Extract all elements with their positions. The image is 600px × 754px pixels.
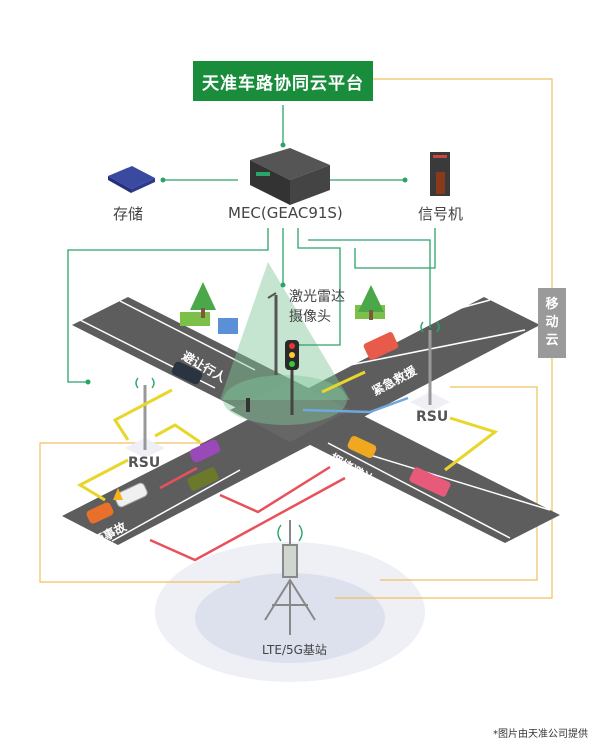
tree-icon — [355, 285, 385, 320]
storage-label: 存储 — [113, 205, 144, 223]
base-station-tower-icon — [264, 520, 316, 635]
mobile-cloud-box: 移 动 云 — [538, 288, 566, 358]
footnote: *图片由天准公司提供 — [493, 729, 588, 740]
billboard-icon — [218, 318, 238, 334]
signal-controller-label: 信号机 — [418, 205, 464, 223]
base-station-label: LTE/5G基站 — [262, 643, 327, 657]
taxi-icon — [347, 436, 377, 458]
v2x-red-links — [149, 465, 346, 562]
platform-title: 天准车路协同云平台 — [193, 61, 373, 101]
mobile-cloud-char: 云 — [545, 333, 559, 348]
traffic-light-icon — [285, 340, 299, 415]
car-icon — [189, 439, 221, 463]
ambulance-icon — [363, 332, 399, 360]
mec-device-icon — [250, 148, 330, 205]
fire-icon — [113, 488, 123, 500]
camera-label: 摄像头 — [289, 309, 331, 325]
rsu-label-right: RSU — [416, 409, 449, 425]
mec-links — [67, 105, 436, 383]
signal-controller-icon — [430, 152, 450, 196]
sensor-coverage — [220, 262, 350, 400]
mec-label: MEC(GEAC91S) — [228, 204, 343, 222]
bus-icon — [409, 467, 451, 497]
lidar-label: 激光雷达 — [289, 289, 345, 305]
wireless-signal-icon — [135, 321, 440, 542]
truck-icon — [187, 467, 219, 491]
car-icon — [171, 361, 203, 385]
rsu-pole-icon — [410, 330, 450, 412]
v2x-blue-link — [302, 396, 409, 414]
rsu-pole-icon — [125, 385, 165, 458]
rsu-label-left: RSU — [128, 455, 161, 471]
v2x-yellow-links — [76, 370, 499, 502]
car-icon — [86, 502, 114, 524]
storage-device-icon — [108, 166, 155, 193]
pedestrian-icon — [246, 398, 250, 412]
car-icon — [114, 482, 148, 508]
tree-icon — [180, 282, 216, 326]
mobile-cloud-char: 动 — [545, 315, 559, 330]
mobile-cloud-char: 移 — [545, 297, 559, 312]
